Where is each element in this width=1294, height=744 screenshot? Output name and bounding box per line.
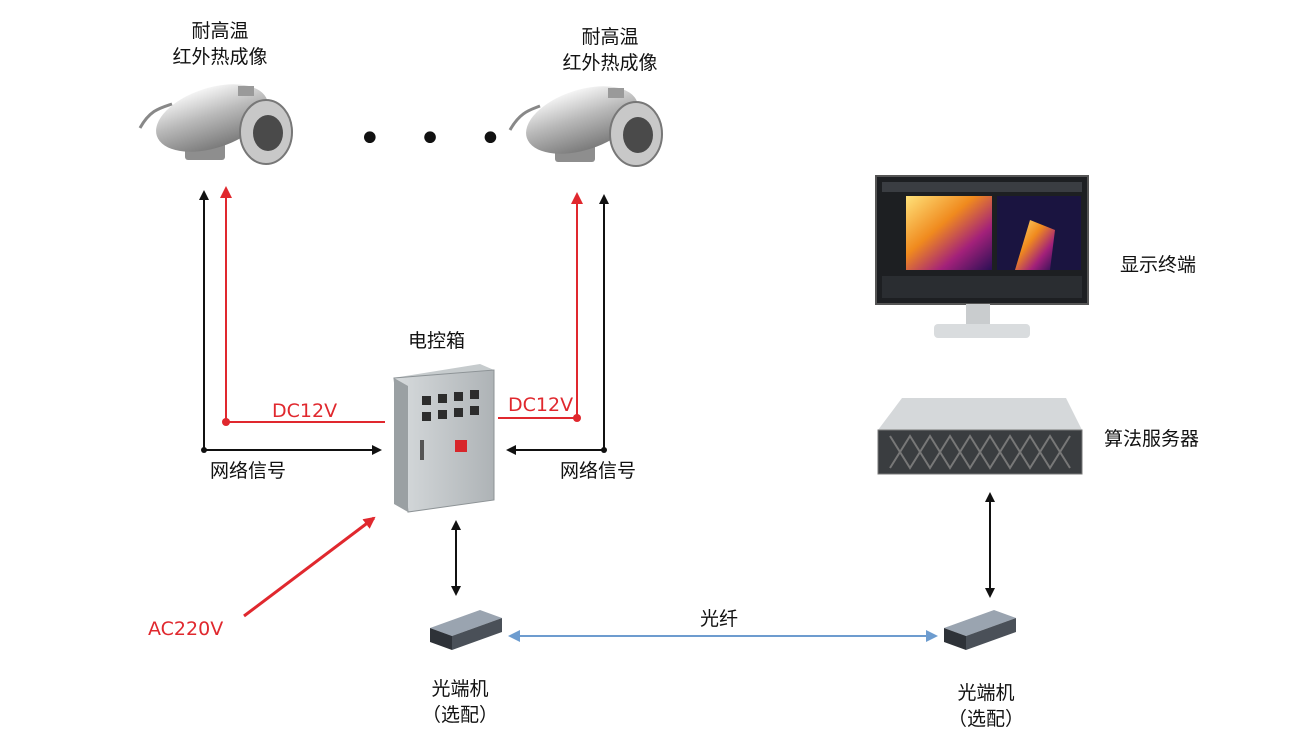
converter-left-label-line1: 光端机 — [431, 678, 489, 700]
thermal-camera-right — [508, 86, 663, 167]
camera-left-label-line2: 红外热成像 — [172, 46, 268, 68]
power-link-right — [498, 192, 583, 422]
camera-left-label: 耐高温 红外热成像 — [150, 18, 290, 70]
algorithm-server-image — [877, 398, 1083, 475]
camera-right-label-line1: 耐高温 — [581, 26, 639, 48]
converter-right-label: 光端机 （选配） — [936, 680, 1036, 732]
mains-power-arrow — [243, 516, 376, 618]
converter-right-label-line1: 光端机 — [957, 682, 1015, 704]
network-right-label: 网络信号 — [560, 460, 637, 482]
power-right-label: DC12V — [508, 394, 574, 416]
display-terminal-label: 显示终端 — [1120, 254, 1197, 276]
more-cameras-ellipsis: • • • — [358, 116, 515, 162]
algorithm-server-label: 算法服务器 — [1104, 428, 1200, 450]
converter-left-label: 光端机 （选配） — [410, 676, 510, 728]
camera-left-label-line1: 耐高温 — [191, 20, 249, 42]
converter-left-label-line2: （选配） — [421, 704, 498, 726]
media-converter-left-image — [430, 610, 502, 650]
media-converter-right-image — [944, 610, 1016, 650]
fiber-label: 光纤 — [700, 608, 739, 630]
display-terminal-image — [875, 175, 1089, 338]
network-link-right — [506, 194, 609, 455]
network-link-left — [199, 190, 382, 455]
camera-right-label: 耐高温 红外热成像 — [540, 24, 680, 76]
camera-right-label-line2: 红外热成像 — [562, 52, 658, 74]
control-box-image — [393, 364, 495, 513]
mains-power-label: AC220V — [148, 618, 224, 640]
converter-right-label-line2: （选配） — [947, 708, 1024, 730]
thermal-camera-left — [138, 84, 293, 165]
network-left-label: 网络信号 — [210, 460, 287, 482]
power-link-left — [220, 186, 385, 426]
control-box-label: 电控箱 — [408, 330, 466, 352]
power-left-label: DC12V — [272, 400, 338, 422]
